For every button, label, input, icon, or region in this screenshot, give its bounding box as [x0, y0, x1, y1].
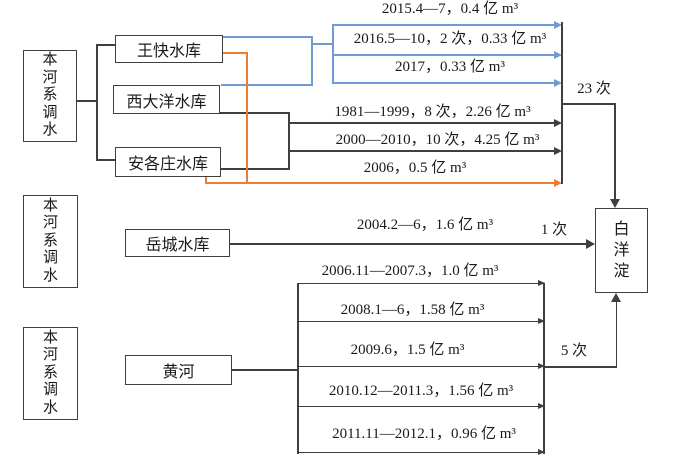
flow-arrow-2008	[298, 321, 538, 323]
blue-connector-line	[312, 43, 334, 45]
count-label-23: 23 次	[577, 81, 611, 97]
arrowhead-right-icon	[538, 363, 545, 369]
connector-line	[77, 100, 98, 102]
blue-connector-line	[223, 36, 313, 38]
flow-arrow-2009	[298, 366, 538, 368]
connector-line	[288, 112, 290, 170]
flow-arrow-2015	[333, 24, 554, 26]
node-label-yuecheng: 岳城水库	[145, 237, 210, 254]
converge-line-bottom	[543, 283, 545, 454]
group-box-3: 本河系调水	[23, 327, 78, 420]
arrowhead-right-icon	[554, 118, 562, 127]
flow-arrow-2016	[333, 54, 554, 56]
count-label-1: 1 次	[540, 222, 568, 238]
group-box-1-label: 本河系调水	[42, 52, 58, 139]
node-label-huanghe: 黄河	[162, 364, 195, 381]
flow-arrow-2000	[289, 150, 555, 152]
node-box-baiyangdian: 白洋淀	[595, 208, 648, 293]
flow-label-2009: 2009.6，1.5 亿 m³	[350, 342, 465, 358]
node-box-angezhuang: 安各庄水库	[115, 147, 221, 177]
arrowhead-right-icon	[538, 403, 545, 409]
node-box-wangkuai: 王快水库	[115, 35, 223, 63]
group-box-2-label: 本河系调水	[42, 197, 58, 284]
flow-arrow-2010	[298, 406, 538, 408]
connector-line	[297, 283, 299, 454]
arrowhead-right-icon	[554, 50, 562, 59]
connector-line	[221, 168, 289, 170]
orange-connector-line	[223, 52, 248, 54]
flow-label-2016: 2016.5—10，2 次，0.33 亿 m³	[353, 31, 547, 47]
arrowhead-right-icon	[554, 146, 562, 155]
node-label-wangkuai: 王快水库	[136, 43, 201, 60]
flow-label-2015: 2015.4—7，0.4 亿 m³	[381, 1, 519, 17]
connector-line	[220, 112, 290, 114]
flow-label-1981: 1981—1999，8 次，2.26 亿 m³	[334, 104, 531, 120]
flow-label-2017: 2017，0.33 亿 m³	[395, 59, 505, 75]
arrowhead-down-icon	[610, 199, 620, 208]
flow-label-2000: 2000—2010，10 次，4.25 亿 m³	[335, 132, 540, 148]
flow-label-2011: 2011.11—2012.1，0.96 亿 m³	[332, 426, 516, 442]
flow-label-2006-11: 2006.11—2007.3，1.0 亿 m³	[321, 263, 499, 279]
flow-label-2010: 2010.12—2011.3，1.56 亿 m³	[328, 383, 514, 399]
node-box-huanghe: 黄河	[125, 355, 232, 385]
group-box-2: 本河系调水	[23, 195, 78, 288]
flow-arrow-2006-11	[298, 283, 538, 285]
flow-arrow-2006	[205, 182, 554, 184]
connector-line	[544, 366, 617, 368]
arrowhead-up-icon	[611, 293, 621, 302]
connector-line	[232, 369, 298, 371]
arrowhead-right-icon	[586, 239, 595, 249]
count-label-5: 5 次	[560, 343, 588, 359]
flow-arrow-2017	[333, 82, 554, 84]
arrowhead-right-icon	[554, 78, 562, 87]
connector-line	[562, 103, 615, 105]
orange-connector-line	[205, 177, 207, 183]
connector-line	[96, 44, 116, 46]
connector-line	[96, 159, 116, 161]
node-label-angezhuang: 安各庄水库	[127, 156, 208, 173]
flow-arrow-2011	[298, 452, 538, 454]
arrowhead-right-icon	[538, 318, 545, 324]
arrowhead-right-icon	[554, 20, 562, 29]
node-label-baiyangdian: 白洋淀	[613, 221, 630, 280]
blue-connector-line	[311, 36, 313, 86]
flow-label-2006: 2006，0.5 亿 m³	[363, 160, 467, 176]
flow-arrow-2004	[230, 243, 586, 245]
connector-line	[614, 103, 616, 199]
node-box-yuecheng: 岳城水库	[125, 229, 230, 257]
orange-connector-line	[246, 52, 248, 183]
arrowhead-right-icon	[538, 449, 545, 455]
group-box-1: 本河系调水	[23, 50, 77, 142]
arrowhead-right-icon	[554, 178, 562, 187]
flow-label-2008: 2008.1—6，1.58 亿 m³	[340, 302, 485, 318]
connector-line	[96, 44, 98, 161]
node-box-xidayang: 西大洋水库	[113, 85, 220, 114]
blue-connector-line	[221, 84, 313, 86]
flow-label-2004: 2004.2—6，1.6 亿 m³	[356, 217, 494, 233]
node-label-xidayang: 西大洋水库	[126, 93, 207, 111]
group-box-3-label: 本河系调水	[42, 329, 58, 416]
flow-arrow-1981	[289, 122, 555, 124]
connector-line	[615, 298, 617, 367]
arrowhead-right-icon	[538, 280, 545, 286]
